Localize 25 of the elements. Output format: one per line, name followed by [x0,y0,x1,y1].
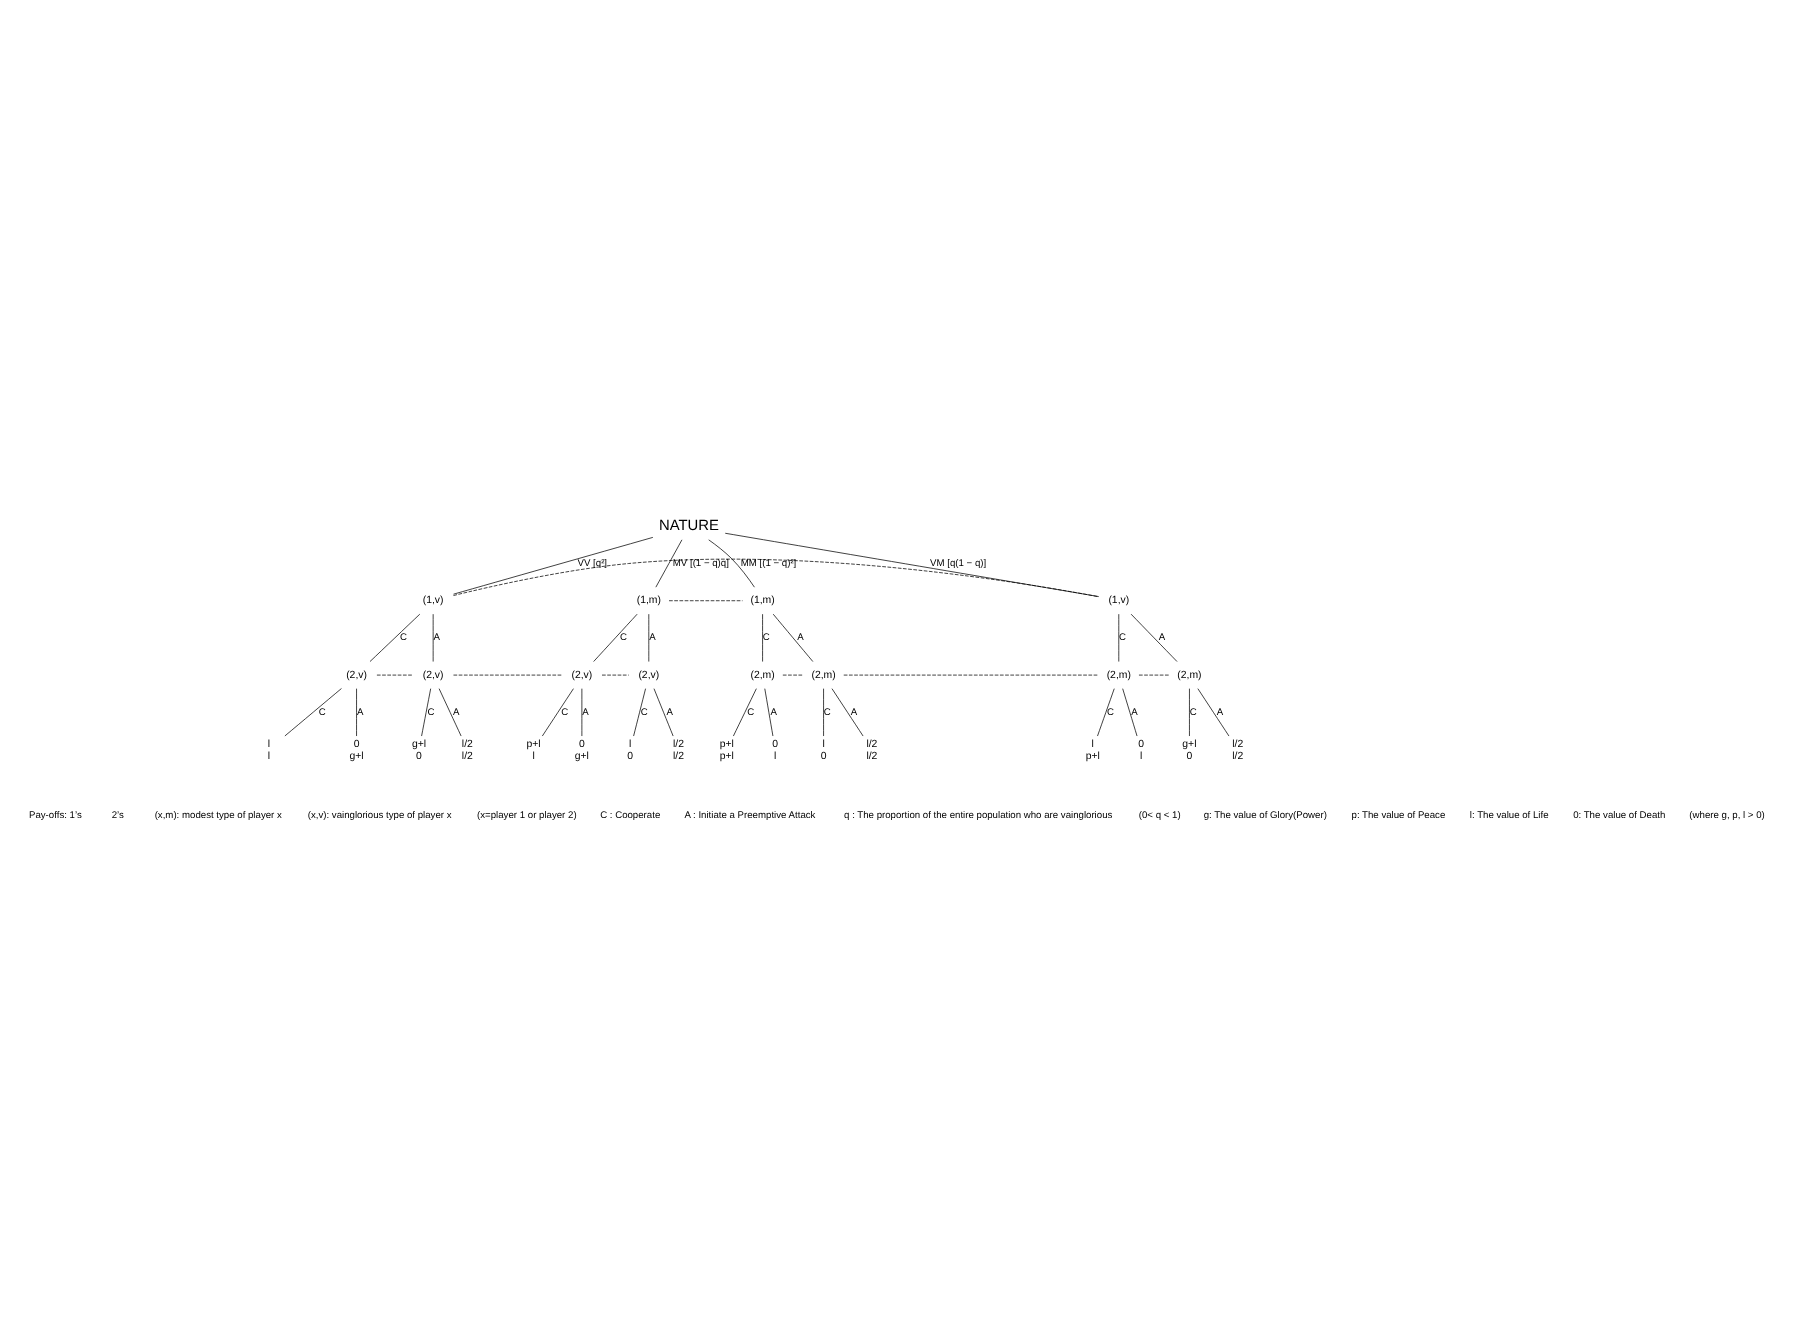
connector [1130,612,1178,661]
connector [823,687,824,736]
connector [1189,687,1190,736]
connector [762,612,763,661]
connector [633,687,646,736]
connector [831,687,864,736]
connector [438,687,462,736]
connector [708,538,755,587]
connector [593,612,638,661]
connector [772,612,814,661]
connector [1122,687,1138,736]
connector [542,687,574,736]
connector [733,687,757,736]
connector [369,612,421,661]
connector [764,687,774,736]
connector [1097,687,1115,736]
connector [284,687,342,736]
connector [655,538,683,587]
connector [1197,687,1230,736]
connector [453,536,654,594]
node-text: NATURE [659,515,719,534]
connector [453,557,1100,597]
connector [653,687,674,736]
connector [421,687,432,736]
connector [356,687,357,736]
